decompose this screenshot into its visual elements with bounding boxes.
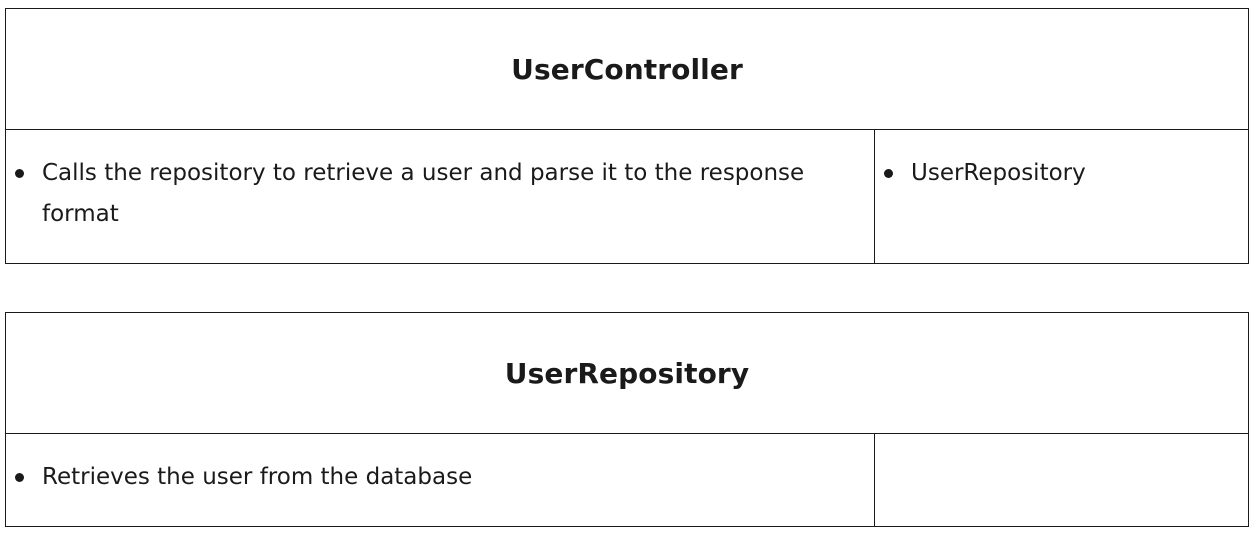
bullet-icon xyxy=(15,473,24,482)
responsibility-item: Retrieves the user from the database xyxy=(12,457,854,498)
responsibility-text: Retrieves the user from the database xyxy=(42,464,473,490)
card-title: UserRepository xyxy=(504,356,750,390)
collaborators-column xyxy=(875,434,1248,526)
collaborator-text: UserRepository xyxy=(911,160,1086,186)
responsibility-text: Calls the repository to retrieve a user … xyxy=(42,160,805,227)
collaborators-list: UserRepository xyxy=(881,153,1228,194)
responsibilities-list: Calls the repository to retrieve a user … xyxy=(12,153,854,235)
card-body: Calls the repository to retrieve a user … xyxy=(6,130,1248,263)
card-header: UserRepository xyxy=(6,313,1248,434)
responsibility-item: Calls the repository to retrieve a user … xyxy=(12,153,854,235)
responsibilities-column: Calls the repository to retrieve a user … xyxy=(6,130,875,263)
crc-card-user-repository: UserRepository Retrieves the user from t… xyxy=(5,312,1249,527)
card-header: UserController xyxy=(6,9,1248,130)
bullet-icon xyxy=(15,169,24,178)
responsibilities-list: Retrieves the user from the database xyxy=(12,457,854,498)
collaborators-column: UserRepository xyxy=(875,130,1248,263)
crc-card-user-controller: UserController Calls the repository to r… xyxy=(5,8,1249,264)
card-title: UserController xyxy=(511,52,743,86)
collaborator-item: UserRepository xyxy=(881,153,1228,194)
bullet-icon xyxy=(884,169,893,178)
card-body: Retrieves the user from the database xyxy=(6,434,1248,526)
responsibilities-column: Retrieves the user from the database xyxy=(6,434,875,526)
